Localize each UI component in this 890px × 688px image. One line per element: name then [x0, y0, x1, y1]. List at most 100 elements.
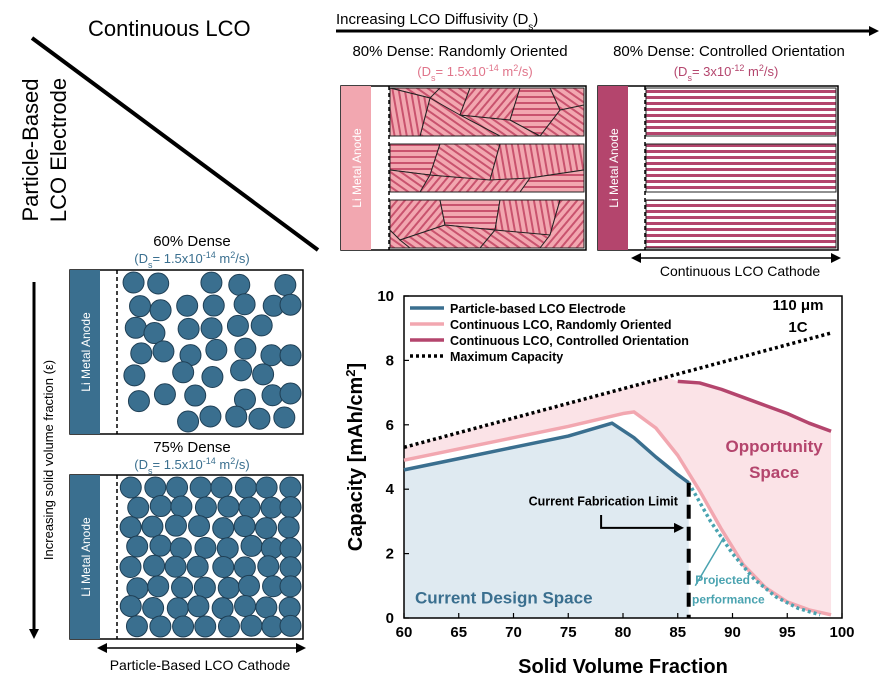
x-axis-label: Solid Volume Fraction [518, 656, 728, 678]
particle [171, 576, 194, 599]
particle [124, 316, 147, 339]
x-tick-label: 100 [829, 624, 854, 641]
particle [147, 272, 170, 295]
particle [200, 271, 223, 294]
controlled-cathode-label: Continuous LCO Cathode [660, 263, 821, 279]
particle [234, 594, 257, 617]
controlled-diffusivity: (Ds= 3x10-12 m2/s) [674, 63, 779, 83]
particle [233, 556, 256, 579]
particle [152, 340, 175, 363]
controlled-strip [645, 87, 837, 137]
dense60-diffusivity: (Ds= 1.5x10-14 m2/s) [134, 250, 249, 270]
particle [164, 555, 187, 578]
random-strip [389, 199, 585, 249]
particle [255, 476, 278, 499]
corner-diagonal [30, 36, 320, 252]
particle [147, 575, 170, 598]
particle [260, 496, 283, 519]
particle [129, 295, 152, 318]
controlled-strip [645, 199, 837, 249]
rate-annotation: 1C [788, 319, 807, 336]
particle [172, 615, 195, 638]
series-projected [687, 481, 821, 617]
random-panel: 80% Dense: Randomly Oriented (Ds= 1.5x10… [340, 43, 587, 251]
particle [144, 476, 167, 499]
y-axis-label: Capacity [mAh/cm2] [343, 363, 368, 551]
dense75-anode-label: Li Metal Anode [79, 517, 93, 597]
x-tick-label: 85 [669, 624, 686, 641]
particle [252, 363, 275, 386]
particle [279, 575, 302, 598]
particle [170, 495, 193, 518]
particle [187, 595, 210, 618]
particle [141, 515, 164, 538]
particle [226, 314, 249, 337]
particle [240, 534, 263, 557]
particle [234, 337, 257, 360]
particle [142, 596, 165, 619]
y-tick-label: 10 [377, 288, 394, 305]
particle [279, 556, 302, 579]
particle [210, 476, 233, 499]
particle [188, 515, 211, 538]
particle [205, 338, 228, 361]
particle [233, 293, 256, 316]
particle [119, 476, 142, 499]
opportunity-label: Opportunity [725, 437, 823, 456]
controlled-panel: 80% Dense: Controlled Orientation (Ds= 3… [597, 43, 845, 279]
projected-label: performance [692, 593, 765, 607]
particle [169, 537, 192, 560]
particle [119, 595, 142, 618]
particle [260, 537, 283, 560]
particle [194, 536, 217, 559]
particle [212, 555, 235, 578]
particle [122, 271, 145, 294]
particle [217, 495, 240, 518]
particle [194, 496, 217, 519]
dense75-panel: 75% Dense (Ds= 1.5x10-14 m2/s) Li Metal … [69, 439, 306, 673]
particle [257, 555, 280, 578]
x-tick-label: 65 [450, 624, 467, 641]
particle [149, 495, 172, 518]
x-tick-label: 75 [560, 624, 577, 641]
particle [172, 361, 195, 384]
dense60-title: 60% Dense [153, 233, 231, 250]
particle [234, 476, 257, 499]
particle [279, 496, 302, 519]
dense75-anode [70, 475, 100, 639]
particle [216, 537, 239, 560]
fabrication-limit-arrow [600, 514, 685, 533]
particle [177, 410, 200, 433]
corner-top-label: Continuous LCO [88, 16, 251, 41]
thickness-annotation: 110 μm [773, 297, 824, 314]
dense75-title: 75% Dense [153, 439, 231, 456]
particle [143, 322, 166, 345]
left-arrow-label: Increasing solid volume fraction (ε) [41, 360, 56, 560]
particle [189, 476, 212, 499]
particle [260, 344, 283, 367]
dense60-anode-label: Li Metal Anode [79, 312, 93, 392]
random-diffusivity: (Ds= 1.5x10-14 m2/s) [417, 63, 532, 83]
opportunity-space-region [404, 376, 832, 615]
particle [193, 576, 216, 599]
top-arrow-label: Increasing LCO Diffusivity (Ds) [336, 11, 538, 33]
particle [212, 517, 235, 540]
dense60-anode [70, 270, 100, 434]
particle [166, 597, 189, 620]
particle [211, 597, 234, 620]
dense75-particles [119, 476, 302, 638]
particle [279, 382, 302, 405]
y-tick-label: 8 [386, 352, 394, 369]
corner-left-label-2: LCO Electrode [46, 78, 71, 222]
particle [164, 514, 187, 537]
particle [130, 342, 153, 365]
opportunity-label: Space [749, 463, 799, 482]
x-tick-label: 80 [615, 624, 632, 641]
particle [238, 496, 261, 519]
particle [119, 555, 142, 578]
particle [143, 554, 166, 577]
projected-label: Projected [695, 573, 750, 587]
particle [127, 390, 150, 413]
particle [177, 317, 200, 340]
